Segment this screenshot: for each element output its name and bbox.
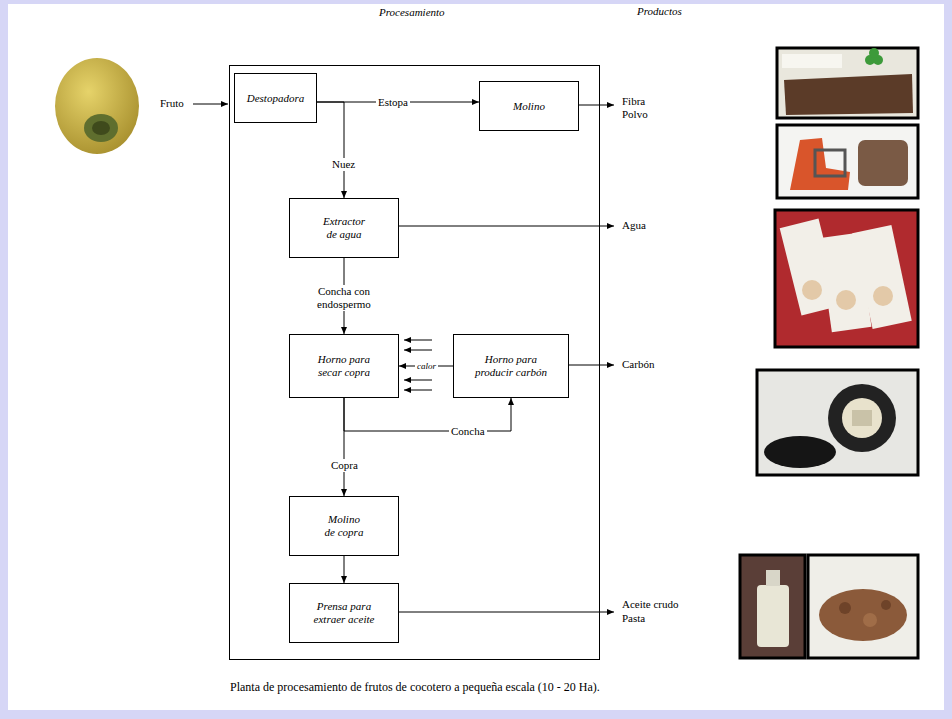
box-text: Horno para producir carbón: [470, 353, 552, 379]
column-heading: Procesamiento: [379, 6, 445, 19]
fibre-pad: [858, 140, 908, 186]
mask-filter-grid: [852, 410, 872, 426]
edge-label: Concha: [449, 425, 487, 438]
product-label: Aceite crudo: [622, 598, 679, 611]
box-text: Destopadora: [247, 92, 304, 105]
edge-label: Nuez: [330, 158, 357, 171]
page-panel: [8, 4, 944, 710]
cake-chunk: [839, 602, 851, 614]
car-seat: [790, 138, 850, 190]
box-text: Prensa para extraer aceite: [309, 600, 379, 626]
output-arrow: [568, 365, 614, 366]
product-photo: [740, 555, 805, 658]
coconut-half: [873, 286, 893, 306]
product-label: Pasta: [622, 612, 645, 625]
charcoal-powder: [764, 436, 836, 468]
heat-arrow: [404, 390, 432, 391]
process-box: Prensa para extraer aceite: [289, 583, 399, 643]
coconut-eye: [92, 121, 110, 135]
coconut-half: [802, 280, 822, 300]
box-text: Extractor de agua: [319, 215, 369, 241]
process-box: Extractor de agua: [289, 198, 399, 258]
heat-arrow: [404, 340, 432, 341]
caption: Planta de procesamiento de frutos de coc…: [230, 680, 600, 694]
clover-mark: [869, 48, 879, 58]
product-photo: [808, 555, 918, 658]
output-arrow: [398, 226, 614, 227]
box-text: Molino de copra: [322, 513, 366, 539]
process-box: Horno para producir carbón: [453, 334, 569, 398]
heat-arrow: [404, 350, 432, 351]
edge-label: Concha con endospermo: [310, 285, 378, 311]
peat-block: [784, 74, 913, 115]
edge-label: Estopa: [376, 96, 410, 109]
coconut-half: [836, 290, 856, 310]
coconut-picture: [55, 58, 139, 154]
copra-cake: [819, 589, 907, 641]
product-photo: [777, 48, 918, 118]
product-photo: [777, 125, 918, 198]
product-label: Polvo: [622, 108, 648, 121]
product-label: Agua: [622, 219, 646, 232]
product-photo: [775, 210, 918, 347]
mask-filter: [842, 398, 882, 438]
output-arrow: [578, 105, 614, 106]
mask-body: [828, 384, 896, 452]
product-photo: [757, 370, 918, 475]
process-box: Horno para secar copra: [289, 334, 399, 398]
product-label: Fruto: [160, 97, 184, 110]
flow-connector: [317, 102, 344, 198]
heat-arrow: [404, 380, 432, 381]
photo-label-patch: [782, 54, 842, 68]
oil-bottle: [757, 585, 789, 647]
drink-pack: [852, 225, 912, 329]
cake-chunk: [863, 613, 877, 627]
seat-frame: [815, 150, 845, 176]
coconut-eye: [84, 114, 118, 142]
box-text: Horno para secar copra: [314, 353, 374, 379]
box-text: Molino: [513, 100, 545, 113]
process-box: Destopadora: [234, 73, 317, 123]
process-box: Molino: [479, 81, 579, 131]
bottle-neck: [766, 570, 780, 586]
output-arrow: [398, 612, 614, 613]
input-arrow: [193, 104, 228, 105]
edge-label: calor: [415, 361, 438, 372]
flow-connector: [344, 556, 345, 583]
edge-label: Copra: [329, 459, 360, 472]
cake-chunk: [881, 600, 891, 610]
process-box: Molino de copra: [289, 496, 399, 556]
product-label: Carbón: [622, 358, 654, 371]
column-heading: Productos: [637, 5, 682, 18]
product-label: Fibra: [622, 95, 645, 108]
